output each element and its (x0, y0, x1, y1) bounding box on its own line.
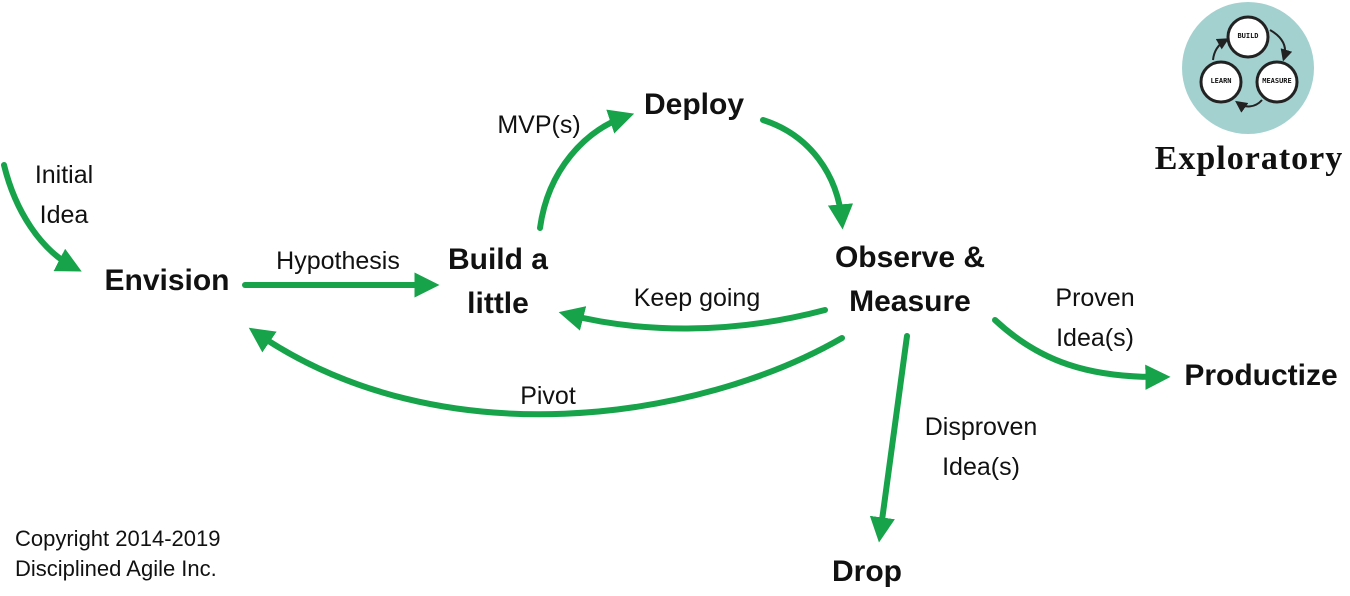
edge-label-pivot: Pivot (520, 382, 576, 410)
arrow-observe-to-drop (869, 333, 910, 543)
build-cycle-node (1226, 15, 1270, 59)
edge-label-hypothesis: Hypothesis (276, 247, 400, 275)
arrow-observe-to-build (558, 306, 828, 332)
edge-proven-line2: Idea(s) (1056, 324, 1134, 352)
copyright-line1: Copyright 2014-2019 (15, 526, 221, 551)
edge-label-mvp: MVP(s) (497, 111, 581, 139)
node-envision: Envision (104, 264, 230, 297)
measure-cycle-node (1255, 60, 1299, 104)
node-observe-line2: Measure (849, 285, 971, 318)
edge-label-proven-ideas: Proven Idea(s) (1036, 278, 1154, 358)
edge-initial-line2: Idea (39, 201, 89, 229)
node-build-line1: Build a (447, 243, 548, 276)
edge-label-disproven-ideas: Disproven Idea(s) (906, 407, 1056, 487)
arrow-build-to-deploy (537, 109, 635, 231)
cycle-label-measure: MEASURE (1262, 77, 1292, 85)
node-observe-measure: Observe & Measure (812, 236, 1008, 324)
edge-initial-line1: Initial (34, 161, 94, 189)
copyright-line2: Disciplined Agile Inc. (15, 556, 217, 581)
node-observe-line1: Observe & (834, 241, 986, 274)
edge-disproven-line2: Idea(s) (942, 453, 1020, 481)
node-deploy: Deploy (643, 88, 745, 121)
cycle-arrow-learn-to-build (1212, 38, 1230, 61)
cycle-arrow-build-to-measure (1269, 29, 1293, 62)
cycle-label-build: BUILD (1237, 32, 1259, 40)
exploratory-badge-graphic (1182, 2, 1314, 134)
learn-cycle-node (1199, 60, 1243, 104)
edge-label-keep-going: Keep going (633, 284, 761, 312)
cycle-label-learn: LEARN (1210, 77, 1232, 85)
node-productize: Productize (1184, 359, 1338, 392)
node-drop: Drop (832, 555, 902, 588)
arrow-initial-to-envision (1, 162, 82, 272)
copyright-notice: Copyright 2014-2019 Disciplined Agile In… (15, 524, 220, 584)
edge-proven-line1: Proven (1055, 284, 1135, 312)
arrow-observe-to-envision (248, 327, 845, 418)
node-build-a-little: Build a little (420, 238, 576, 326)
arrow-deploy-to-observe (760, 117, 854, 230)
badge-title-exploratory: Exploratory (1154, 140, 1344, 177)
edge-disproven-line1: Disproven (924, 413, 1038, 441)
arrow-observe-to-productize (992, 317, 1171, 390)
cycle-arrow-measure-to-learn (1235, 99, 1263, 113)
edge-label-initial-idea: Initial Idea (20, 155, 108, 235)
node-build-line2: little (467, 287, 529, 320)
